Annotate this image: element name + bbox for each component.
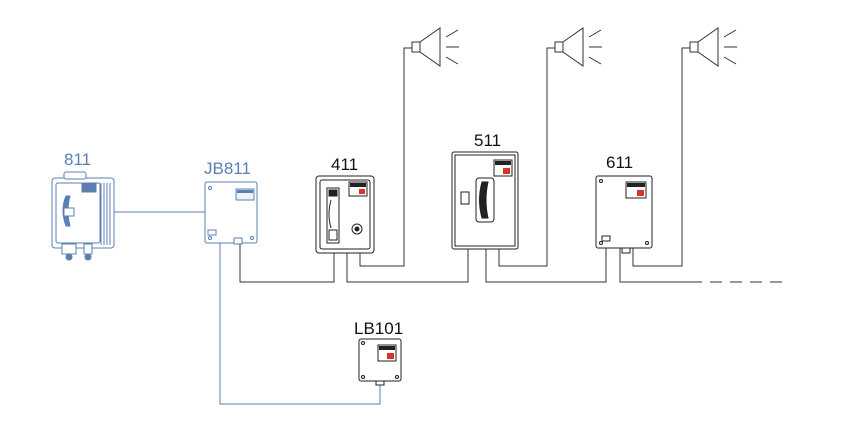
wire-jb811-lb101 <box>219 243 381 405</box>
horn-speaker-icon <box>689 27 737 67</box>
telephone-811 <box>51 171 115 261</box>
horn-speaker-icon <box>554 27 602 67</box>
label-511: 511 <box>474 131 501 150</box>
wire-611-onward <box>619 248 702 283</box>
wire-411-speaker-1 <box>359 47 412 267</box>
loud-bell-lb101 <box>358 338 402 386</box>
label-jb811: JB811 <box>204 159 251 178</box>
label-611: 611 <box>606 153 633 172</box>
wire-511-611 <box>485 248 607 283</box>
label-411: 411 <box>331 155 358 174</box>
wire-411-511 <box>346 249 469 283</box>
station-511 <box>451 151 519 250</box>
junction-box-jb811 <box>204 181 258 245</box>
wire-jb811-411 <box>239 243 335 283</box>
station-611 <box>595 175 653 254</box>
wire-611-speaker-3 <box>632 47 690 267</box>
wire-511-speaker-2 <box>498 47 555 267</box>
horn-speaker-icon <box>411 27 459 67</box>
station-411 <box>315 175 375 254</box>
label-811: 811 <box>64 150 91 169</box>
label-lb101: LB101 <box>354 319 403 338</box>
wiring <box>112 47 790 405</box>
